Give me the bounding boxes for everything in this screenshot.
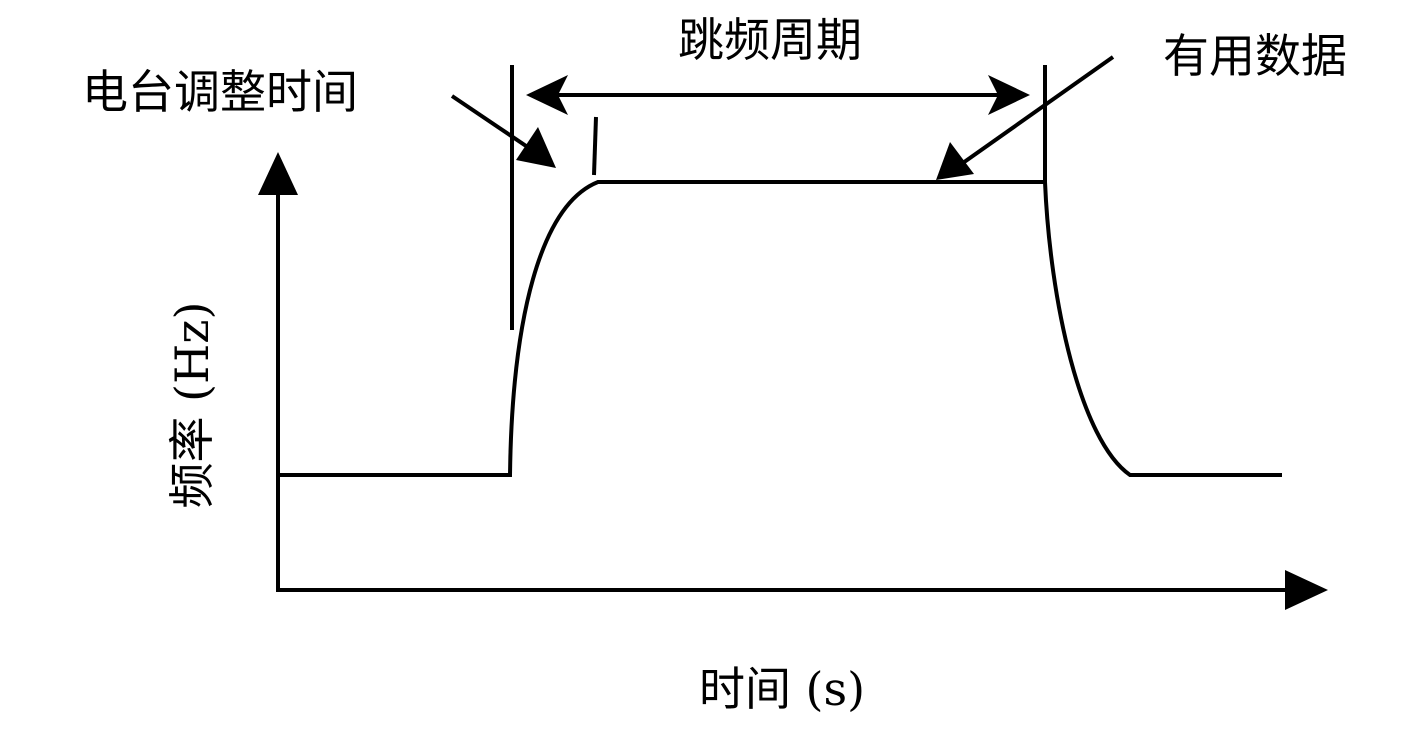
x-axis-label: 时间 (s)	[699, 662, 865, 716]
hop-period-arrow-right-head	[988, 75, 1030, 115]
useful-data-pointer-head	[936, 142, 974, 180]
tuning-time-label: 电台调整时间	[82, 65, 358, 119]
useful-data-pointer-line	[958, 55, 1115, 167]
useful-data-label: 有用数据	[1163, 29, 1347, 83]
hop-period-label: 跳频周期	[678, 13, 862, 67]
frequency-waveform	[278, 180, 1282, 477]
settle-marker	[592, 116, 598, 176]
tuning-time-pointer-line	[450, 94, 534, 152]
y-axis-arrowhead	[258, 152, 298, 195]
y-axis-label: 频率 (Hz)	[165, 302, 219, 509]
x-axis-arrowhead	[1285, 570, 1328, 610]
hop-period-arrow-left-head	[526, 75, 568, 115]
tuning-time-pointer-head	[516, 127, 556, 168]
